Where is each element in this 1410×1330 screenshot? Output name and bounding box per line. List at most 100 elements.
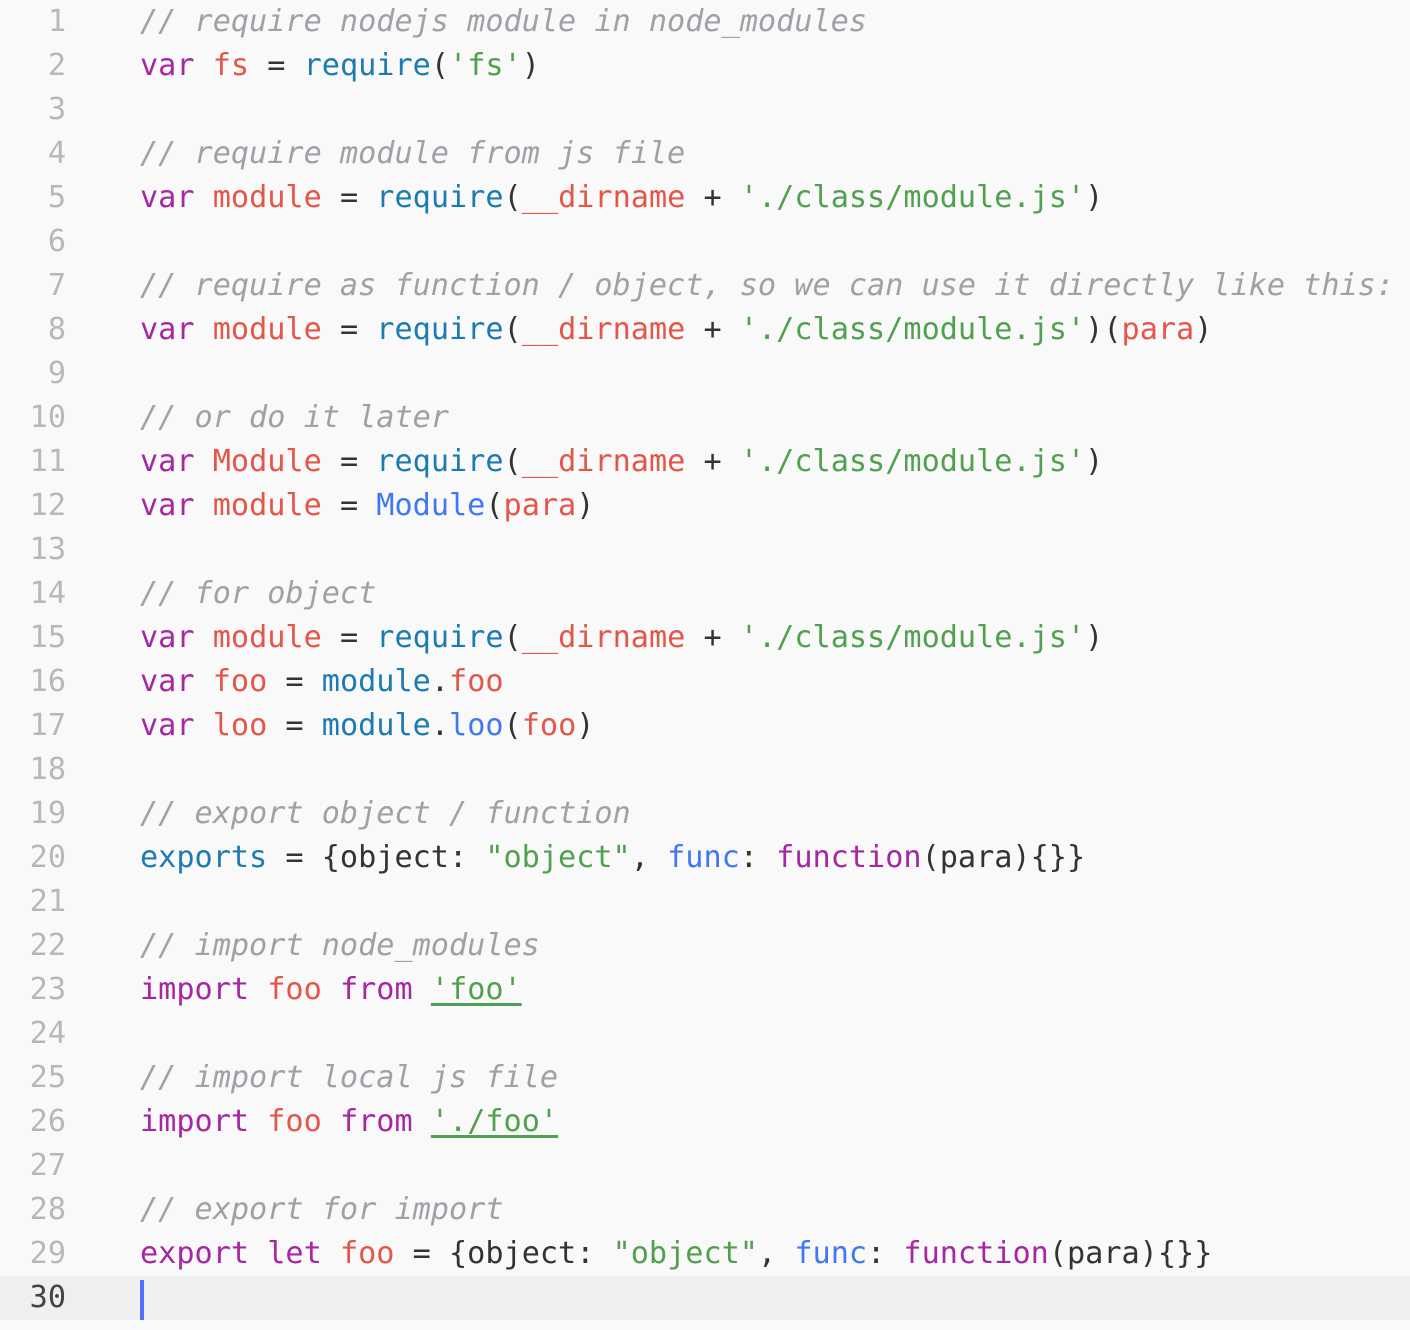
code-token: var — [140, 620, 195, 655]
code-token: loo — [212, 708, 268, 743]
line-number: 23 — [29, 972, 66, 1007]
code-line[interactable]: 7// require as function / object, so we … — [0, 264, 1410, 308]
code-token: , — [630, 840, 668, 875]
code-line[interactable]: 25// import local js file — [0, 1056, 1410, 1100]
line-number: 10 — [29, 400, 66, 435]
code-token: = — [267, 664, 322, 699]
code-token: = — [321, 620, 377, 655]
code-token: // export object / function — [140, 796, 631, 831]
code-token: // require module from js file — [140, 136, 686, 171]
code-token: + — [685, 620, 740, 655]
code-token — [195, 444, 213, 479]
code-token: var — [140, 312, 195, 347]
code-token: = — [249, 48, 304, 83]
code-token: // import node_modules — [140, 928, 540, 963]
code-token: ( — [503, 180, 522, 215]
code-text: var foo = module.foo — [140, 660, 504, 704]
code-line[interactable]: 30 — [0, 1276, 1410, 1320]
code-line[interactable]: 10 // or do it later — [0, 396, 1410, 440]
code-line[interactable]: 22// import node_modules — [0, 924, 1410, 968]
code-token: ( — [503, 444, 522, 479]
code-token: 'foo' — [430, 972, 522, 1007]
line-number: 28 — [29, 1192, 66, 1227]
code-token: var — [140, 444, 195, 479]
code-token: func — [794, 1236, 868, 1271]
code-text: // or do it later — [140, 396, 449, 440]
code-line[interactable]: 3 — [0, 88, 1410, 132]
code-text: var Module = require(__dirname + './clas… — [140, 440, 1103, 484]
code-line[interactable]: 4 // require module from js file — [0, 132, 1410, 176]
line-number: 11 — [29, 444, 66, 479]
code-token — [322, 972, 340, 1007]
code-token: module — [212, 312, 322, 347]
code-token: . — [430, 708, 450, 743]
code-line[interactable]: 18 — [0, 748, 1410, 792]
code-line[interactable]: 1// require nodejs module in node_module… — [0, 0, 1410, 44]
code-text: // export object / function — [140, 792, 631, 836]
code-token: (para){}} — [921, 840, 1086, 875]
code-text: var module = require(__dirname + './clas… — [140, 616, 1103, 660]
line-number: 21 — [29, 884, 66, 919]
code-token: ) — [1085, 180, 1104, 215]
line-number: 18 — [29, 752, 66, 787]
code-token: loo — [449, 708, 504, 743]
line-number: 12 — [29, 488, 66, 523]
code-token: module — [321, 708, 431, 743]
code-line[interactable]: 19// export object / function — [0, 792, 1410, 836]
line-number: 29 — [29, 1236, 66, 1271]
code-token: , — [757, 1236, 795, 1271]
code-token: module — [212, 620, 322, 655]
code-token: './foo' — [430, 1104, 559, 1139]
code-token: func — [667, 840, 740, 875]
code-token: // require nodejs module in node_modules — [140, 4, 867, 39]
code-token: : — [867, 1236, 904, 1271]
code-line[interactable]: 15 var module = require(__dirname + './cl… — [0, 616, 1410, 660]
code-line[interactable]: 11 var Module = require(__dirname + './cl… — [0, 440, 1410, 484]
code-line[interactable]: 9 — [0, 352, 1410, 396]
code-token: module — [212, 488, 322, 523]
line-number: 5 — [47, 180, 66, 215]
code-line[interactable]: 13 — [0, 528, 1410, 572]
code-line[interactable]: 27 — [0, 1144, 1410, 1188]
code-token: foo — [267, 972, 322, 1007]
code-token: = — [267, 708, 322, 743]
code-token: var — [140, 664, 195, 699]
line-number: 13 — [29, 532, 66, 567]
code-token: "object" — [485, 840, 631, 875]
line-number: 30 — [29, 1280, 66, 1315]
code-token: = — [321, 312, 377, 347]
line-number: 15 — [29, 620, 66, 655]
code-line[interactable]: 14// for object — [0, 572, 1410, 616]
line-number: 8 — [47, 312, 66, 347]
code-line[interactable]: 6 — [0, 220, 1410, 264]
code-token: 'fs' — [449, 48, 522, 83]
line-number: 24 — [29, 1016, 66, 1051]
code-token: = — [321, 444, 377, 479]
code-token: = — [321, 180, 377, 215]
line-number: 4 — [47, 136, 66, 171]
line-number: 3 — [47, 92, 66, 127]
code-token: var — [140, 488, 195, 523]
code-token: import — [140, 972, 250, 1007]
code-token: para — [503, 488, 577, 523]
code-token: )( — [1085, 312, 1122, 347]
code-line[interactable]: 24 — [0, 1012, 1410, 1056]
code-line[interactable]: 28// export for import — [0, 1188, 1410, 1232]
code-line[interactable]: 21 — [0, 880, 1410, 924]
code-token: require — [376, 312, 504, 347]
code-token: "object" — [612, 1236, 758, 1271]
code-token: (para){}} — [1048, 1236, 1213, 1271]
code-text: // require module from js file — [140, 132, 685, 176]
line-number: 2 — [47, 48, 66, 83]
code-token — [322, 1104, 340, 1139]
